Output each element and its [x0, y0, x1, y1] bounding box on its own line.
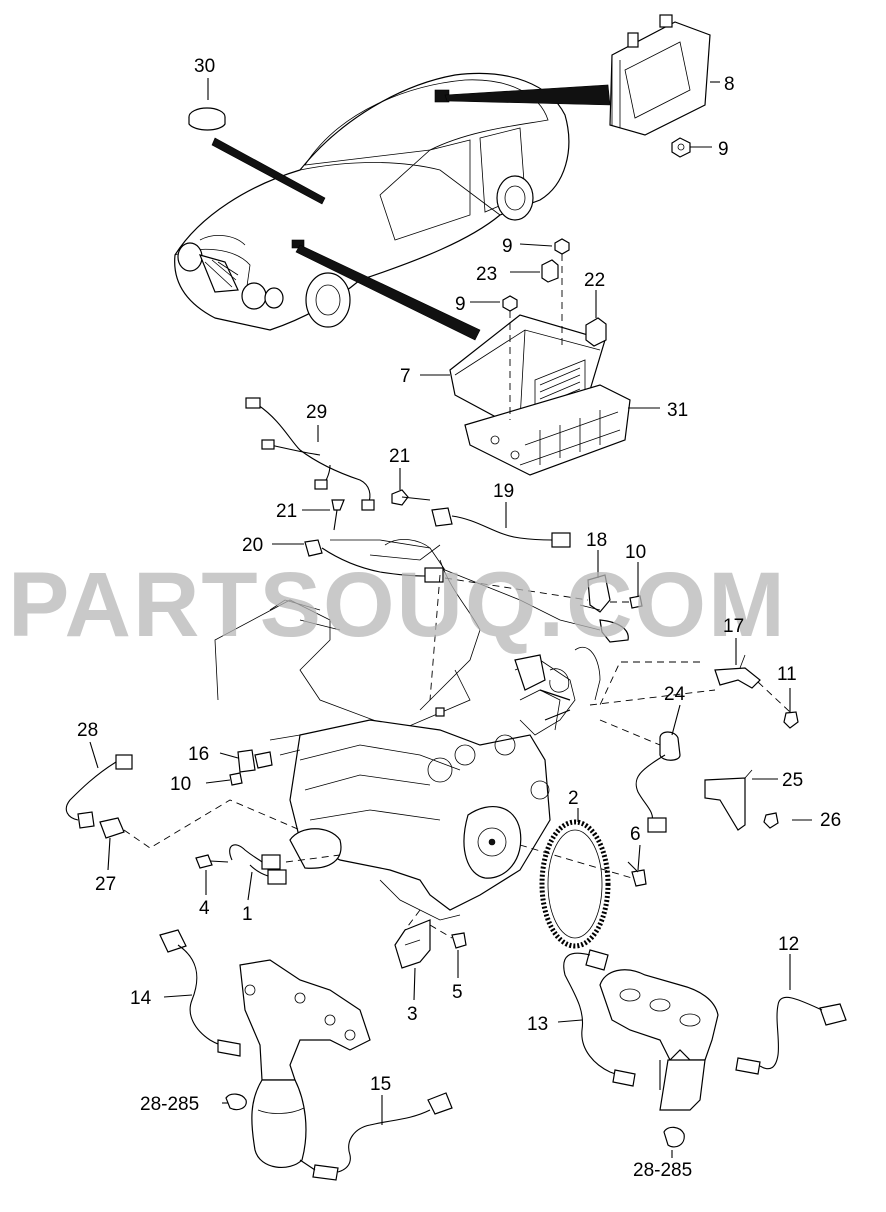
callout-19: 19 [493, 481, 514, 502]
callout-22: 22 [584, 270, 605, 291]
part-3-bracket [394, 919, 431, 969]
callout-2: 2 [568, 788, 579, 809]
callout-5: 5 [452, 982, 463, 1003]
part-26-bolt [763, 812, 779, 829]
part-25-bracket [704, 769, 753, 831]
part-15-sensor [299, 1092, 453, 1181]
part-18-bracket [579, 574, 611, 613]
part-12-sensor [735, 996, 847, 1075]
callout-25: 25 [782, 770, 803, 791]
part-6-bolt [627, 861, 647, 887]
callout-16: 16 [188, 744, 209, 765]
part-19-sensor [431, 507, 571, 548]
callout-23: 23 [476, 264, 497, 285]
callout-11: 11 [777, 664, 797, 685]
part-17-bracket [714, 654, 761, 689]
callout-10-left: 10 [170, 774, 191, 795]
part-2-ring-gear [539, 819, 611, 949]
callout-7: 7 [400, 366, 411, 387]
callout-17: 17 [723, 616, 744, 637]
part-30-cap [188, 107, 226, 131]
part-11-bolt [783, 711, 799, 729]
part-16-sensor [237, 749, 273, 773]
part-9-nut-top [671, 137, 691, 158]
part-10-bolt-right [629, 595, 643, 609]
callout-21-top: 21 [389, 446, 410, 467]
callout-4: 4 [199, 898, 210, 919]
callout-18: 18 [586, 530, 607, 551]
callout-29: 29 [306, 402, 327, 423]
part-4-bolt [195, 854, 229, 869]
part-21-bolts [331, 489, 431, 531]
callout-27: 27 [95, 874, 116, 895]
callout-9-low: 9 [455, 294, 466, 315]
callout-26: 26 [820, 810, 841, 831]
part-29-harness [245, 397, 375, 511]
watermark-text: PARTSOUQ.COM [8, 554, 787, 656]
part-1-sensor [229, 844, 287, 885]
part-8-control-module [609, 14, 711, 136]
part-28-285-gasket-right [663, 1126, 685, 1148]
part-24-knock-sensor [635, 731, 681, 833]
callout-24: 24 [664, 684, 686, 705]
callout-3: 3 [407, 1004, 418, 1025]
part-28-285-gasket-left [225, 1093, 247, 1111]
part-31-bracket [464, 384, 631, 476]
callout-28: 28 [77, 720, 98, 741]
callout-28-285-right: 28-285 [633, 1160, 692, 1181]
vehicle-illustration [174, 72, 611, 341]
callout-12: 12 [778, 934, 799, 955]
callout-10-right: 10 [625, 542, 646, 563]
callout-15: 15 [370, 1074, 391, 1095]
part-22-relay [585, 317, 607, 347]
part-13-sensor [563, 949, 636, 1087]
part-20-sensor [304, 539, 444, 583]
callout-21-left: 21 [276, 501, 297, 522]
callout-30: 30 [194, 56, 215, 77]
exhaust-manifold-left [239, 959, 371, 1168]
callout-13: 13 [527, 1014, 548, 1035]
part-9-nut-mid [502, 238, 570, 312]
exhaust-manifold-right [599, 969, 719, 1111]
part-10-bolt-left [229, 772, 243, 786]
callout-9-mid: 9 [502, 236, 513, 257]
part-27-sensor [99, 817, 125, 839]
callout-6: 6 [630, 824, 641, 845]
callout-28-285-left: 28-285 [140, 1094, 199, 1115]
callout-8: 8 [724, 74, 735, 95]
callout-14: 14 [130, 988, 152, 1009]
callout-labels: 30 8 9 9 23 22 9 7 31 29 21 19 21 20 18 … [77, 56, 841, 1181]
callout-31: 31 [667, 400, 688, 421]
leader-lines [89, 78, 812, 1158]
callout-1: 1 [242, 904, 253, 925]
part-23-bolt [541, 259, 559, 283]
callout-9-top: 9 [718, 139, 729, 160]
part-28-sensor [65, 754, 133, 829]
engine-block [214, 539, 629, 921]
callout-20: 20 [242, 535, 263, 556]
part-14-sensor [159, 929, 241, 1057]
part-5-bolt [451, 932, 467, 949]
